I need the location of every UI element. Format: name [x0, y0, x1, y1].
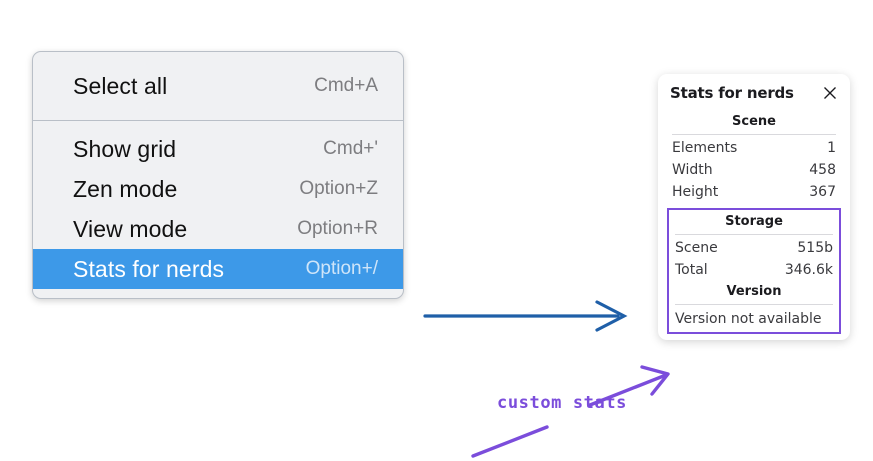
- stat-value: 346.6k: [784, 262, 833, 278]
- version-divider: [675, 304, 833, 305]
- custom-stats-annotation-label: custom stats: [497, 393, 628, 413]
- scene-section-heading: Scene: [732, 114, 776, 129]
- menu-item-label: Show grid: [73, 135, 177, 162]
- stats-for-nerds-panel: Stats for nerds Scene Elements 1 Width 4…: [658, 74, 850, 340]
- stat-key: Width: [672, 162, 713, 178]
- stats-panel-header: Stats for nerds: [670, 84, 838, 102]
- custom-stats-highlight-box: Storage Scene 515b Total 346.6k Version …: [667, 208, 841, 334]
- storage-divider: [675, 234, 833, 235]
- blue-arrow: [423, 300, 628, 332]
- version-section-heading: Version: [726, 284, 782, 299]
- stat-key: Elements: [672, 140, 738, 156]
- version-value: Version not available: [675, 311, 822, 327]
- menu-item-label: Zen mode: [73, 175, 178, 202]
- menu-item-zen-mode[interactable]: Zen mode Option+Z: [33, 169, 403, 209]
- menu-item-label: Stats for nerds: [73, 255, 225, 282]
- stat-key: Height: [672, 184, 719, 200]
- stat-value: 1: [827, 140, 836, 156]
- menu-item-stats-for-nerds[interactable]: Stats for nerds Option+/: [33, 249, 403, 289]
- menu-item-label: View mode: [73, 215, 188, 242]
- stat-row-height: Height 367: [670, 181, 838, 203]
- menu-item-shortcut: Option+R: [297, 218, 378, 239]
- stat-row-storage-total: Total 346.6k: [673, 259, 835, 281]
- menu-item-shortcut: Option+/: [305, 258, 378, 279]
- stat-row-storage-scene: Scene 515b: [673, 237, 835, 259]
- menu-section-1: Select all Cmd+A: [33, 52, 403, 120]
- menu-item-shortcut: Option+Z: [299, 178, 378, 199]
- stat-row-width: Width 458: [670, 159, 838, 181]
- stat-key: Scene: [675, 240, 718, 256]
- stat-value: 515b: [797, 240, 833, 256]
- close-icon[interactable]: [822, 85, 838, 101]
- menu-item-show-grid[interactable]: Show grid Cmd+': [33, 129, 403, 169]
- menu-item-label: Select all: [73, 72, 168, 99]
- storage-section-heading: Storage: [725, 214, 783, 229]
- menu-section-2: Show grid Cmd+' Zen mode Option+Z View m…: [33, 121, 403, 298]
- stat-value: 458: [809, 162, 836, 178]
- menu-item-view-mode[interactable]: View mode Option+R: [33, 209, 403, 249]
- menu-item-shortcut: Cmd+': [323, 138, 378, 159]
- stat-value: 367: [809, 184, 836, 200]
- menu-divider: [33, 120, 403, 121]
- context-menu[interactable]: Select all Cmd+A Show grid Cmd+' Zen mod…: [32, 51, 404, 299]
- stat-row-elements: Elements 1: [670, 137, 838, 159]
- stats-panel-title: Stats for nerds: [670, 84, 794, 102]
- stat-key: Total: [675, 262, 708, 278]
- menu-item-select-all[interactable]: Select all Cmd+A: [33, 66, 403, 106]
- scene-divider: [672, 134, 836, 135]
- menu-item-shortcut: Cmd+A: [314, 75, 378, 96]
